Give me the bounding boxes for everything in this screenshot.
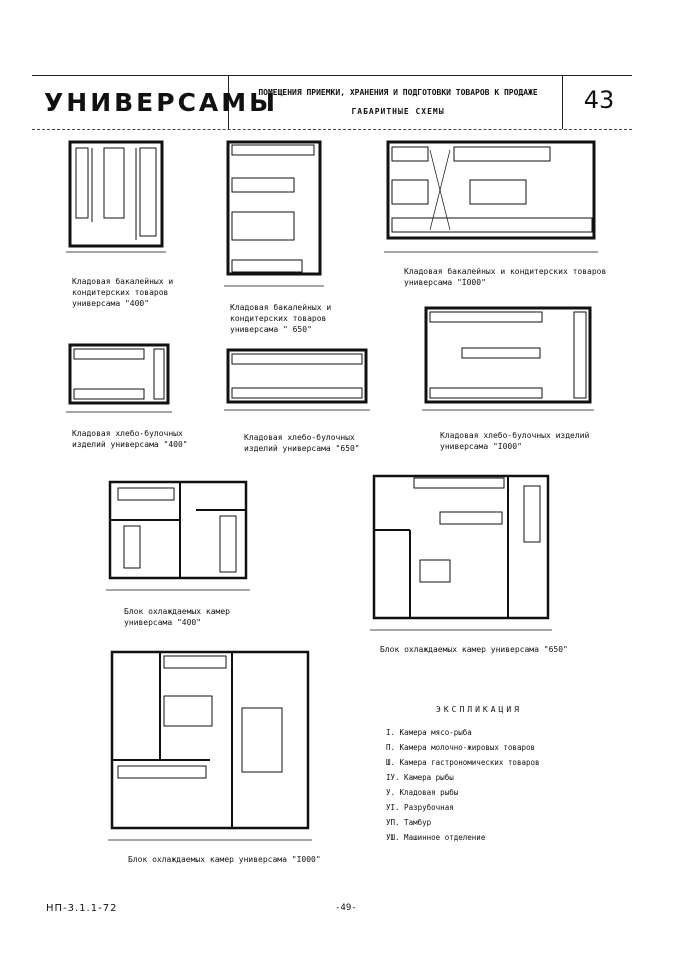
series-title: УНИВЕРСАМЫ xyxy=(44,88,279,117)
sheet-number: 43 xyxy=(583,86,615,114)
caption-cold-1000: Блок охлаждаемых камер универсама "I000" xyxy=(128,855,321,864)
plan-cold-1000 xyxy=(108,650,312,841)
legend-item: IУ. Камера рыбы xyxy=(386,773,454,782)
legend-item: УШ. Машинное отделение xyxy=(386,833,486,842)
sheet-subtitle: ПОМЕЩЕНИЯ ПРИЕМКИ, ХРАНЕНИЯ И ПОДГОТОВКИ… xyxy=(258,88,538,97)
caption-bread-650: Кладовая хлебо-булочных изделий универса… xyxy=(244,433,360,453)
caption-grocery-650: Кладовая бакалейных и кондитерских товар… xyxy=(230,303,332,334)
legend-item: П. Камера молочно-жировых товаров xyxy=(386,743,536,752)
plan-bread-1000 xyxy=(422,306,594,411)
header-top-rule xyxy=(32,75,632,76)
caption-cold-650: Блок охлаждаемых камер универсама "650" xyxy=(380,645,568,654)
plan-bread-650 xyxy=(224,348,370,411)
legend-item: I. Камера мясо-рыба xyxy=(386,728,472,737)
legend-title: ЭКСПЛИКАЦИЯ xyxy=(436,705,522,714)
header-divider xyxy=(228,75,229,129)
plan-grocery-650 xyxy=(224,140,324,287)
plan-bread-400 xyxy=(66,343,172,413)
document-code: НП-3.1.1-72 xyxy=(46,903,118,914)
legend-item: УП. Тамбур xyxy=(386,818,432,827)
legend-item: УI. Разрубочная xyxy=(386,803,454,812)
caption-grocery-1000: Кладовая бакалейных и кондитерских товар… xyxy=(404,267,607,287)
plan-grocery-400 xyxy=(66,140,166,253)
page-number: -49- xyxy=(335,903,357,913)
plan-grocery-1000 xyxy=(384,140,598,253)
legend-item: У. Кладовая рыбы xyxy=(386,788,459,797)
header-divider xyxy=(562,75,563,129)
caption-bread-400: Кладовая хлебо-булочных изделий универса… xyxy=(72,429,188,449)
sheet-subtitle-2: ГАБАРИТНЫЕ СХЕМЫ xyxy=(351,107,445,116)
caption-cold-400: Блок охлаждаемых камер универсама "400" xyxy=(124,607,230,627)
caption-bread-1000: Кладовая хлебо-булочных изделий универса… xyxy=(440,431,590,451)
legend-item: Ш. Камера гастрономических товаров xyxy=(386,758,540,767)
plan-cold-650 xyxy=(370,474,552,631)
header-bottom-rule xyxy=(32,129,632,130)
caption-grocery-400: Кладовая бакалейных и кондитерских товар… xyxy=(72,277,174,308)
plan-cold-400 xyxy=(106,480,250,591)
